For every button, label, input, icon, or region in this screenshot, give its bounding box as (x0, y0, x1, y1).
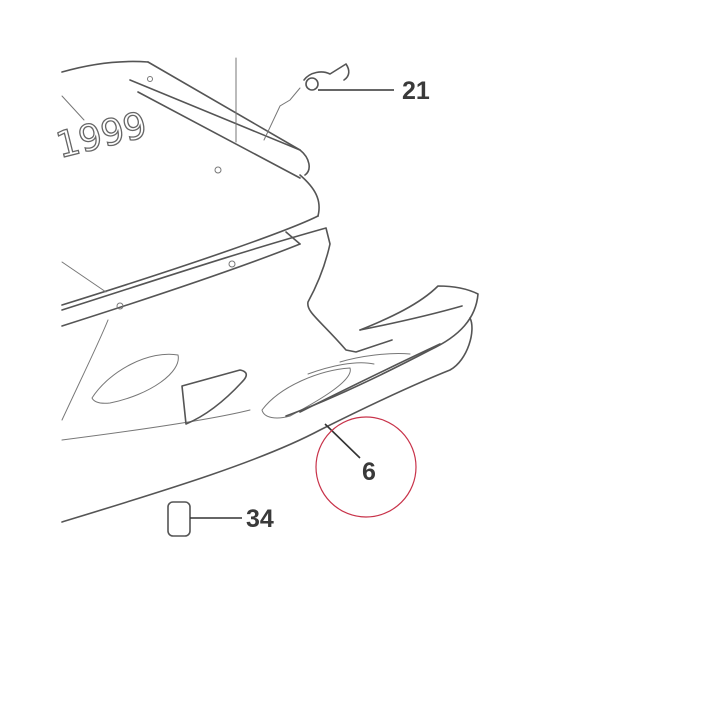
model-year-lettering: 1999 (52, 105, 151, 167)
leader-6 (324, 423, 361, 459)
callout-21-label: 21 (402, 77, 430, 105)
pan-vents (91, 353, 351, 425)
callout-34-label: 34 (246, 505, 274, 533)
belly-pan (61, 227, 473, 523)
part-6-deflector (285, 285, 479, 417)
part-21-screw (263, 63, 350, 141)
hood-panel (61, 57, 320, 306)
callout-6-label: 6 (362, 458, 376, 486)
highlight-circle (315, 416, 417, 518)
part-34-pad (167, 501, 191, 537)
